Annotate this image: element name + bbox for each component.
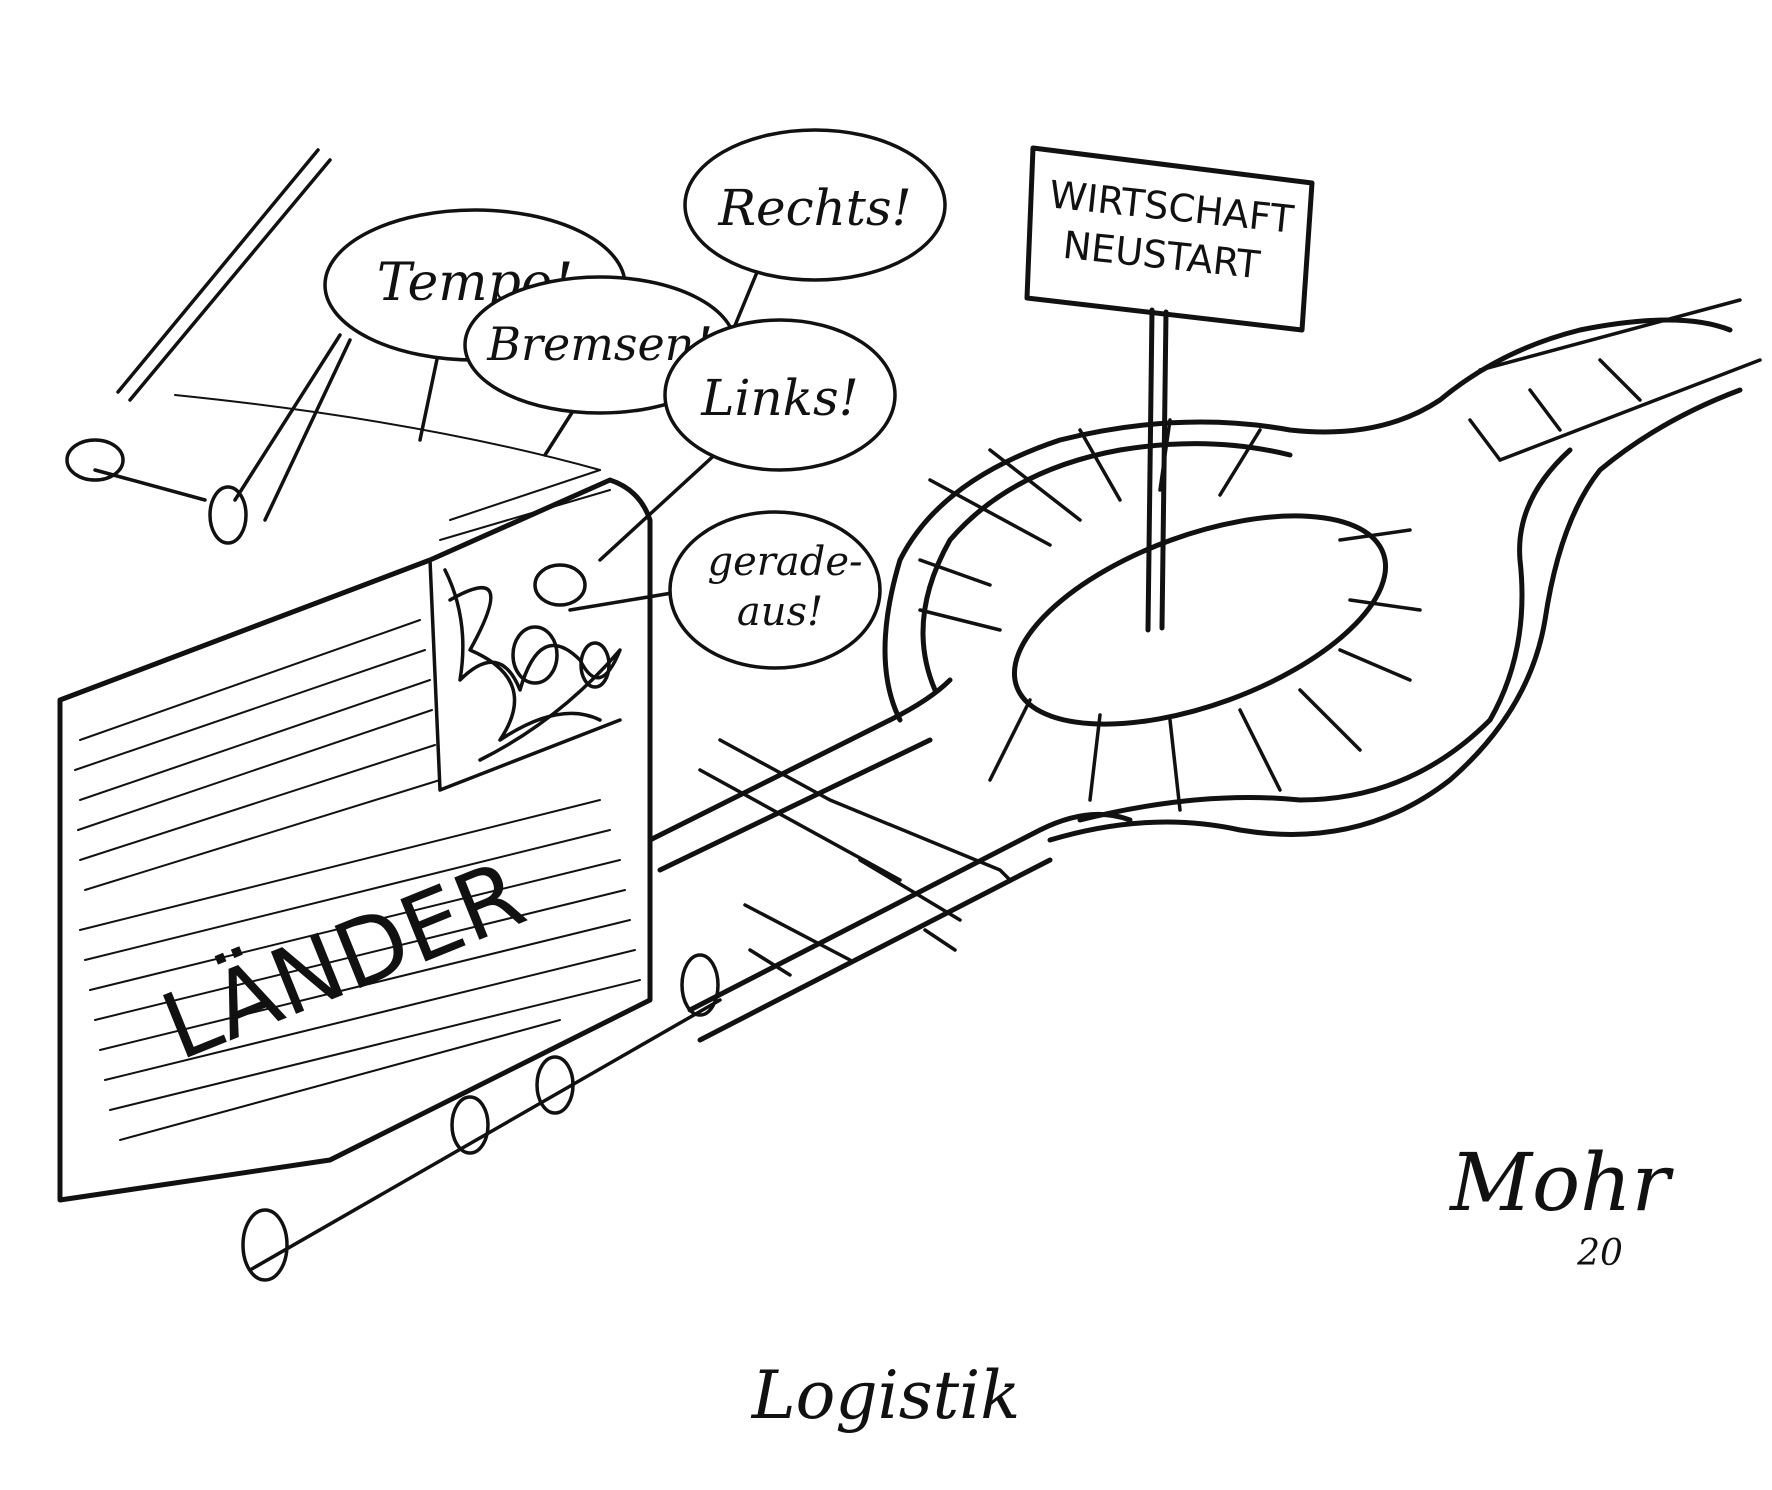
signature-name: Mohr — [1448, 1136, 1675, 1229]
bubble-geradeaus: gerade- aus! — [568, 510, 882, 670]
turntable-disk — [1011, 513, 1389, 727]
laender-wagon — [57, 469, 722, 1282]
caption: Logistik — [751, 1357, 1020, 1434]
crowd-scribble — [443, 563, 622, 762]
bubble-geradeaus-line2: aus! — [737, 589, 823, 635]
signpost: WIRTSCHAFT NEUSTART — [1024, 145, 1315, 633]
bubble-geradeaus-line1: gerade- — [707, 539, 862, 585]
wagon-wheels — [241, 953, 722, 1282]
cart-handle — [65, 148, 601, 545]
wagon-label: LÄNDER — [148, 840, 539, 1081]
artist-signature: Mohr 20 — [1448, 1136, 1675, 1274]
bubble-links: Links! — [598, 318, 897, 562]
bubble-rechts: Rechts! — [683, 128, 947, 412]
railway-track — [647, 298, 1762, 1043]
bubble-rechts-text: Rechts! — [717, 179, 911, 237]
signature-year: 20 — [1576, 1233, 1623, 1274]
bubble-links-text: Links! — [700, 369, 858, 427]
